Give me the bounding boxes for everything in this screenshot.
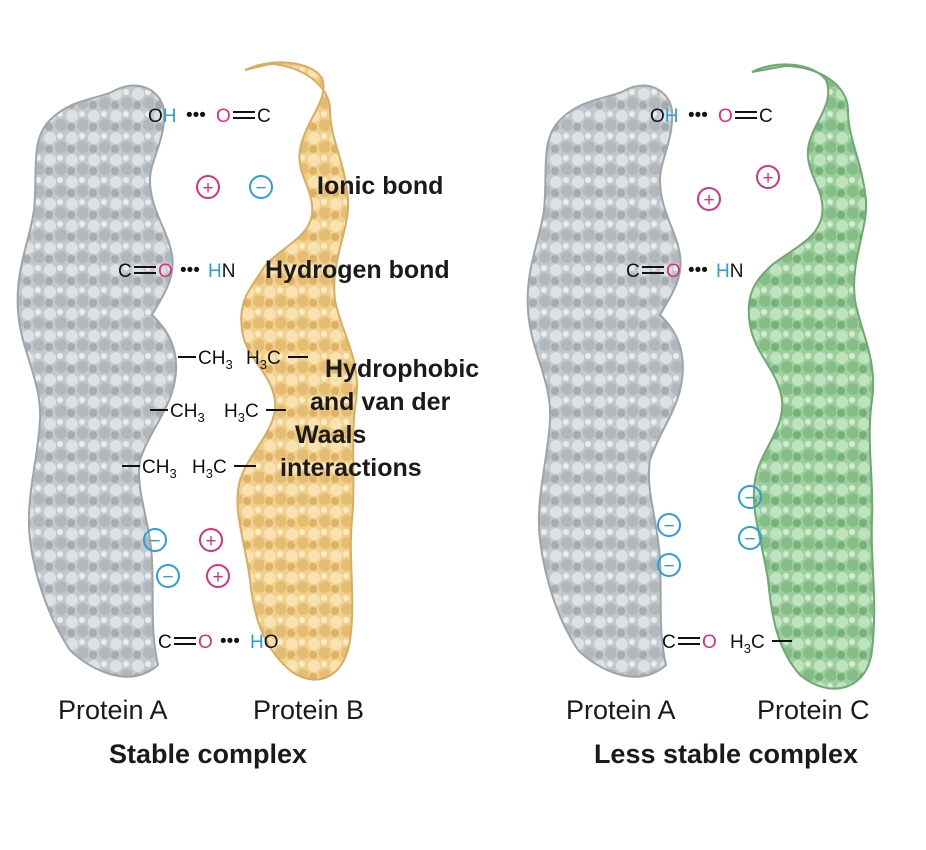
svg-text:H3C: H3C [192, 457, 227, 481]
svg-text:H3C: H3C [224, 401, 259, 425]
svg-text:−: − [663, 516, 674, 537]
svg-text:HN: HN [716, 261, 743, 282]
svg-text:O: O [718, 106, 733, 127]
protein-b-label: Protein B [253, 695, 364, 725]
svg-text:interactions: interactions [280, 454, 422, 482]
svg-text:•••: ••• [186, 105, 206, 126]
protein-c-label: Protein C [757, 695, 870, 725]
protein-c-surface [747, 63, 876, 690]
hydrophobic-row-1-left: CH3 H3C [178, 348, 308, 372]
svg-text:H3C: H3C [246, 348, 281, 372]
svg-text:−: − [149, 531, 160, 552]
svg-text:CH3: CH3 [198, 348, 233, 372]
svg-text:Waals: Waals [295, 421, 366, 449]
svg-text:−: − [744, 529, 755, 550]
svg-text:O: O [666, 261, 681, 282]
svg-text:•••: ••• [180, 260, 200, 281]
protein-a-surface-right [526, 84, 684, 678]
svg-text:+: + [202, 178, 213, 199]
svg-text:C: C [759, 106, 773, 127]
bottom-row-right: C O H3C [662, 632, 792, 656]
svg-text:−: − [663, 556, 674, 577]
svg-text:HO: HO [250, 632, 279, 653]
svg-text:OH: OH [650, 106, 679, 127]
svg-text:+: + [762, 168, 773, 189]
svg-text:and van der: and van der [310, 388, 451, 416]
svg-text:−: − [744, 488, 755, 509]
svg-text:C: C [662, 632, 676, 653]
svg-text:•••: ••• [688, 260, 708, 281]
svg-text:C: C [118, 261, 132, 282]
svg-text:−: − [162, 567, 173, 588]
svg-text:+: + [703, 190, 714, 211]
ionic-charges-right: + + [697, 165, 780, 211]
hydrogen-bond-row-3-left: C O ••• HO [158, 631, 279, 653]
svg-text:Hydrophobic: Hydrophobic [325, 355, 479, 383]
svg-text:CH3: CH3 [170, 401, 205, 425]
ionic-bond-label: Ionic bond [317, 172, 443, 200]
stable-complex-title: Stable complex [109, 739, 307, 769]
svg-text:O: O [198, 632, 213, 653]
lower-charges-left: − + − + [143, 528, 230, 588]
svg-text:O: O [158, 261, 173, 282]
svg-text:C: C [257, 106, 271, 127]
hydrogen-bond-row-2-left: C O ••• HN [118, 260, 235, 282]
less-stable-complex-title: Less stable complex [594, 739, 858, 769]
svg-text:H3C: H3C [730, 632, 765, 656]
svg-text:+: + [212, 567, 223, 588]
svg-text:O: O [216, 106, 231, 127]
ionic-charges-left: + − [196, 175, 273, 199]
hydrogen-bond-label: Hydrogen bond [265, 256, 450, 284]
protein-a-label-left: Protein A [58, 695, 168, 725]
svg-text:CH3: CH3 [142, 457, 177, 481]
svg-text:•••: ••• [220, 631, 240, 652]
svg-text:−: − [255, 178, 266, 199]
svg-text:+: + [205, 531, 216, 552]
protein-a-surface-left [16, 84, 178, 678]
lower-charges-right: − − − − [657, 485, 762, 577]
hydrophobic-row-3-left: CH3 H3C [122, 457, 256, 481]
svg-text:O: O [702, 632, 717, 653]
protein-a-label-right: Protein A [566, 695, 676, 725]
svg-text:OH: OH [148, 106, 177, 127]
svg-text:C: C [158, 632, 172, 653]
hydrophobic-label: Hydrophobic and van der Waals interactio… [280, 355, 479, 482]
svg-text:•••: ••• [688, 105, 708, 126]
hydrogen-bond-row-1-left: OH ••• O C [148, 105, 271, 127]
hydrogen-bond-row-1-right: OH ••• O C [650, 105, 773, 127]
svg-text:HN: HN [208, 261, 235, 282]
hydrophobic-row-2-left: CH3 H3C [150, 401, 286, 425]
hydrogen-bond-row-2-right: C O ••• HN [626, 260, 743, 282]
svg-text:C: C [626, 261, 640, 282]
protein-b-surface [236, 61, 358, 681]
